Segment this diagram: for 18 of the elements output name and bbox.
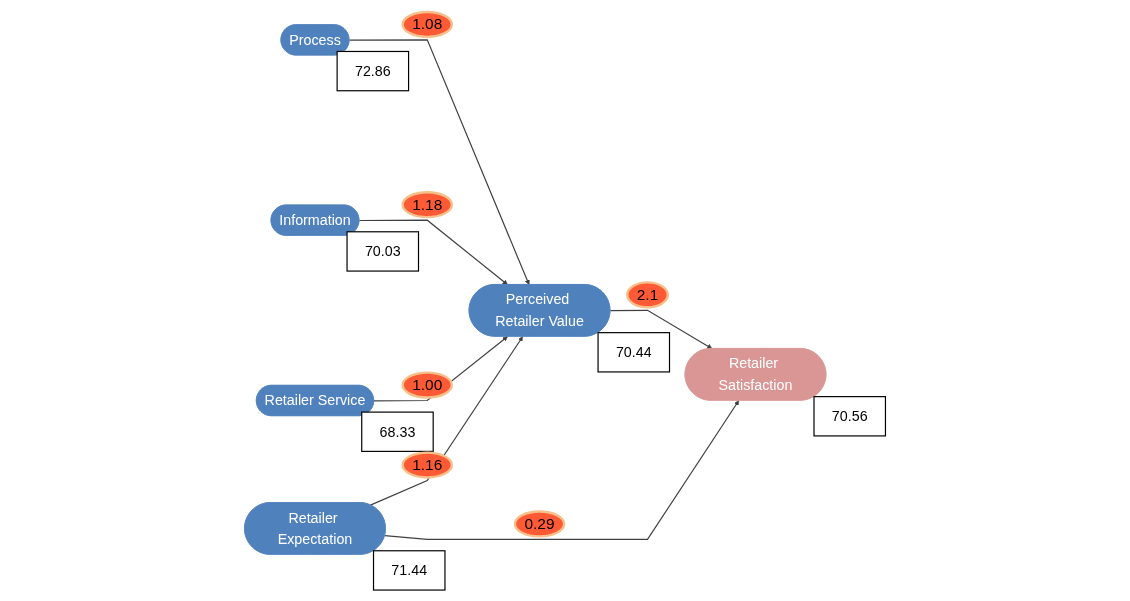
value-box: 72.86 bbox=[336, 50, 410, 91]
value-box: 70.03 bbox=[346, 230, 420, 272]
coefficient-label: 0.29 bbox=[513, 509, 566, 538]
coefficient-label: 1.00 bbox=[401, 370, 453, 399]
ellipse-node: Information bbox=[270, 204, 360, 236]
ellipse-node: Retailer Satisfaction bbox=[684, 347, 827, 400]
coefficient-label: 1.16 bbox=[401, 450, 453, 479]
coefficient-label: 1.18 bbox=[401, 190, 453, 218]
ellipse-node: Retailer Service bbox=[256, 384, 374, 416]
value-box: 68.33 bbox=[361, 411, 434, 452]
value-box: 70.44 bbox=[597, 331, 671, 373]
ellipse-node: Perceived Retailer Value bbox=[468, 283, 611, 337]
value-box: 71.44 bbox=[372, 549, 446, 591]
ellipse-node: Process bbox=[280, 23, 350, 55]
ellipse-node: Retailer Expectation bbox=[244, 501, 386, 555]
coefficient-label: 1.08 bbox=[401, 10, 453, 38]
value-box: 70.56 bbox=[813, 395, 887, 436]
coefficient-label: 2.1 bbox=[626, 280, 669, 308]
